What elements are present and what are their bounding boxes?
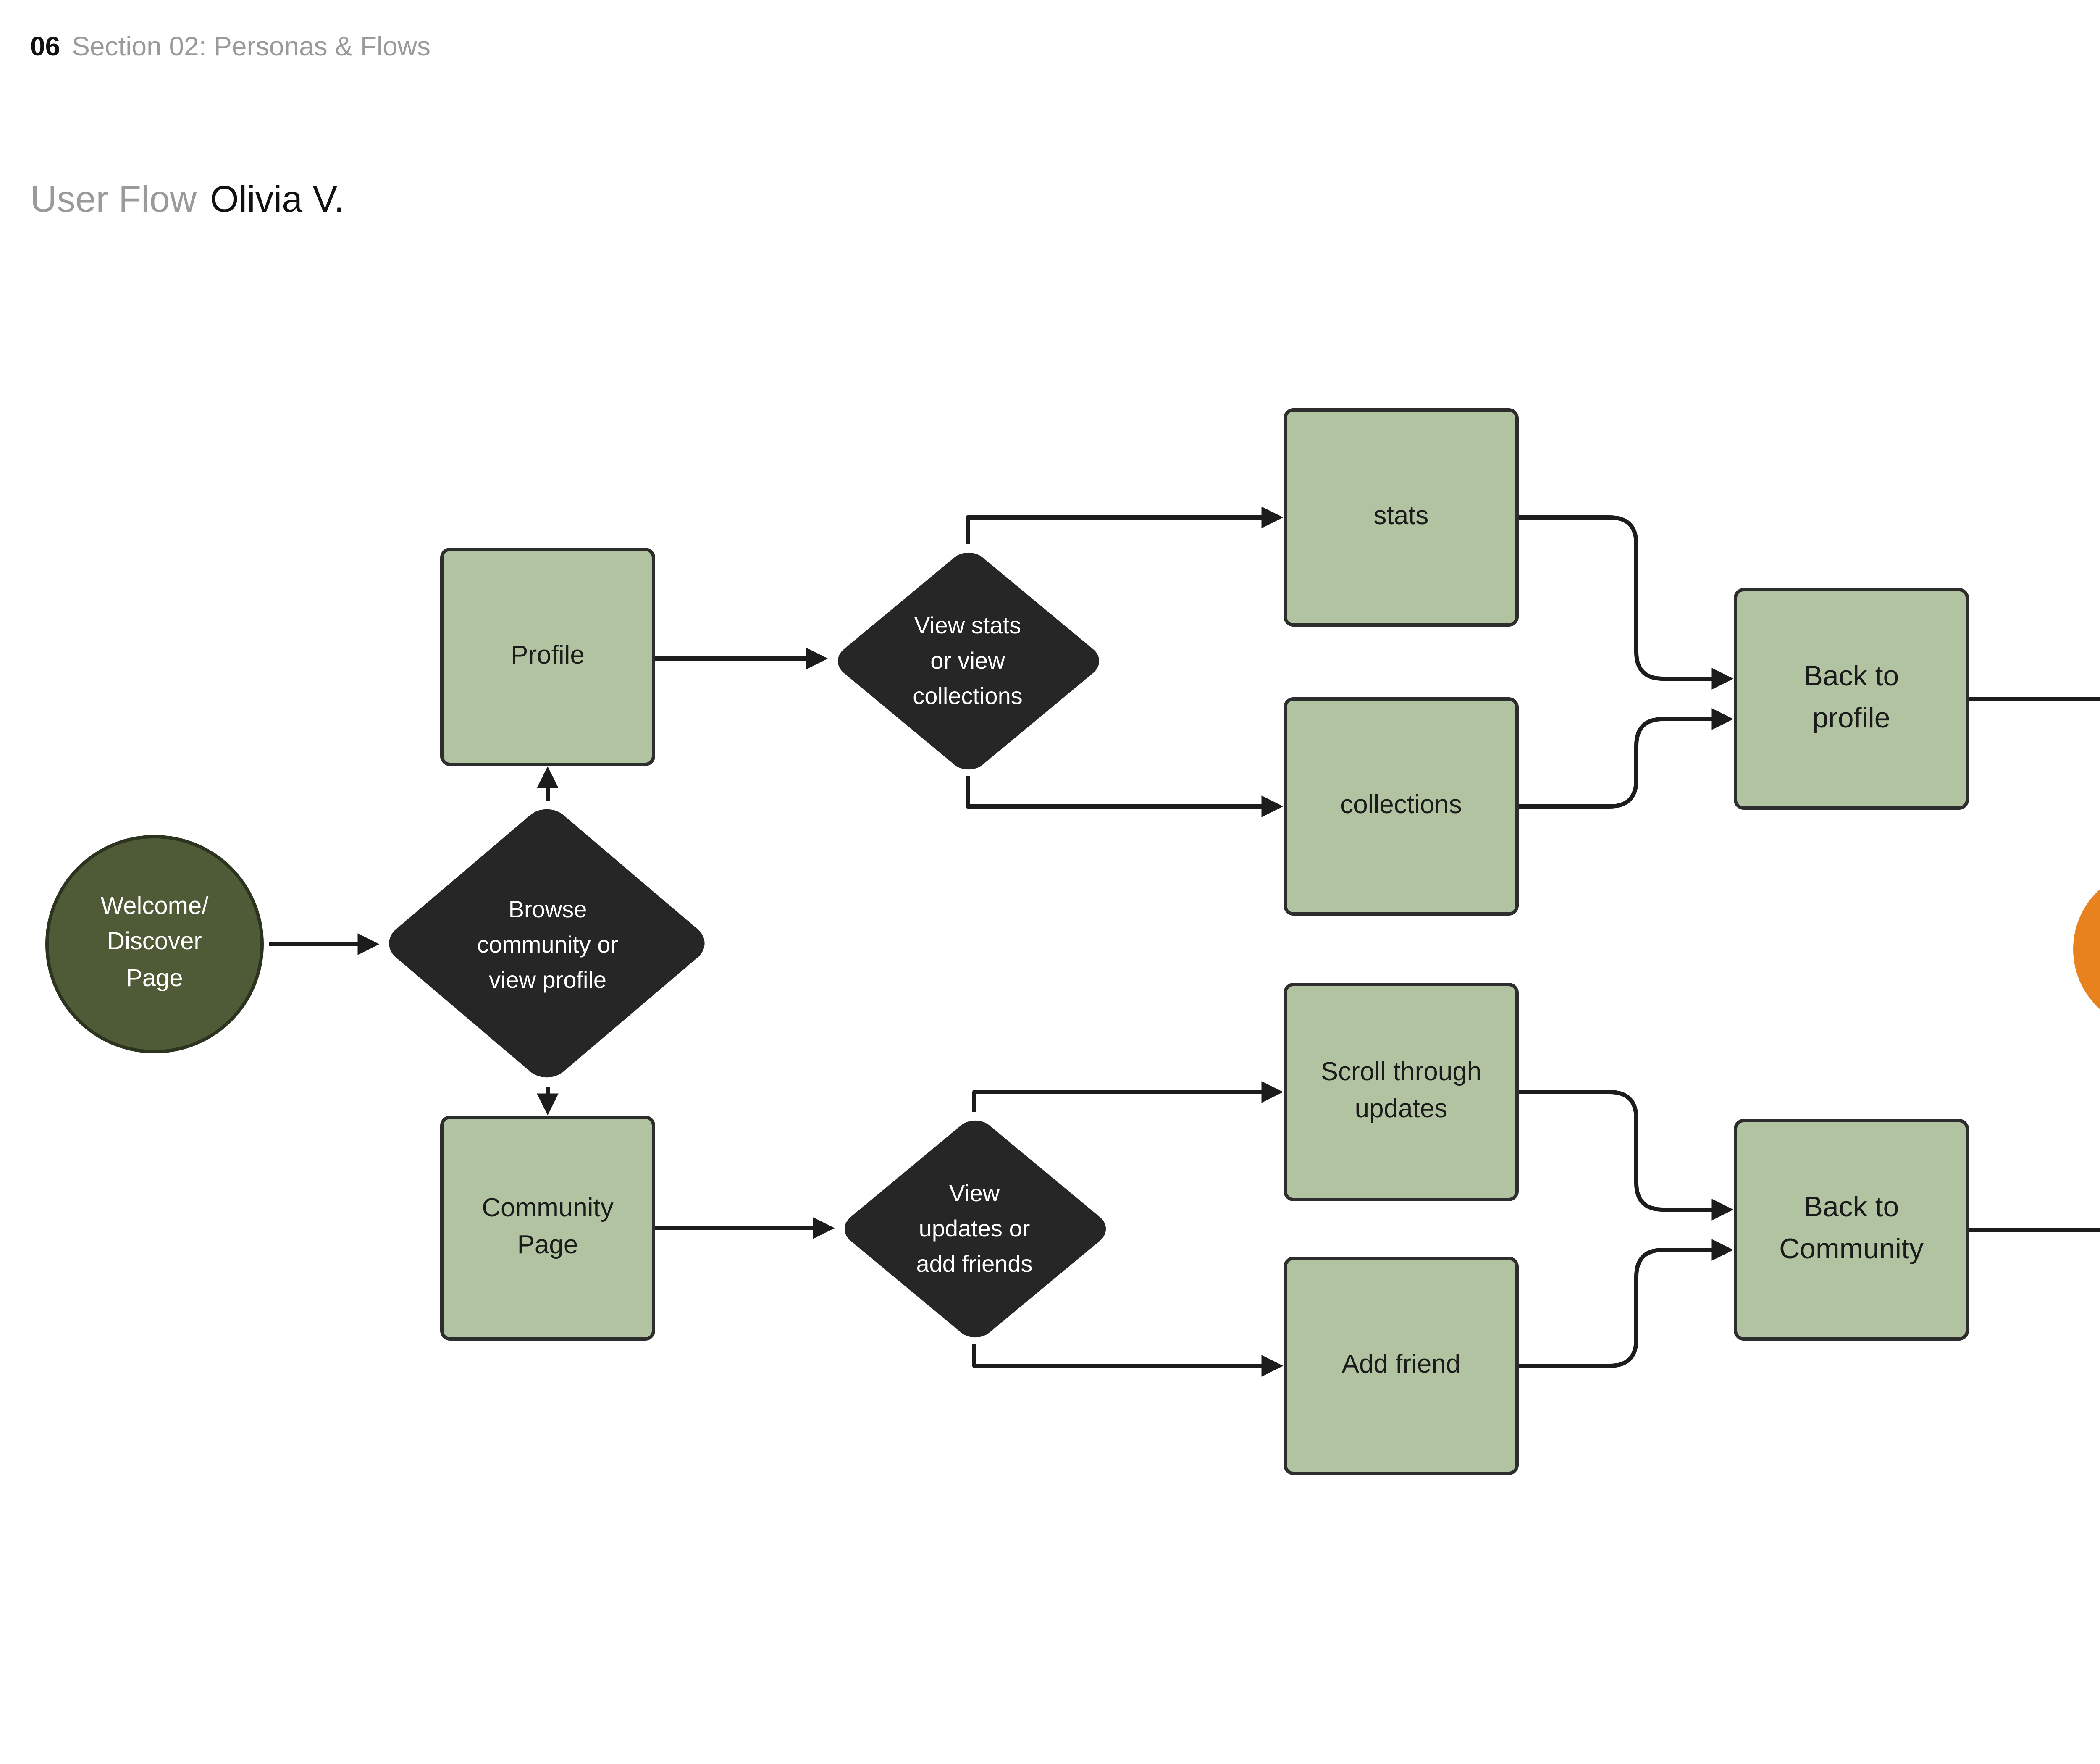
arrow-viewstats-to-collections: [966, 776, 1284, 817]
flow-node-collections: collections: [1284, 697, 1519, 916]
flow-node-view-stats-decision: View stats or view collections: [828, 544, 1108, 777]
flow-node-view-updates-label: View updates or add friends: [916, 1179, 1033, 1276]
flow-node-stats: stats: [1284, 408, 1519, 627]
flow-node-back-to-community: Back to Community: [1734, 1119, 1969, 1341]
arrow-stats-to-backprofile: [1519, 515, 1734, 690]
page-title-name: Olivia V.: [210, 178, 344, 220]
flow-node-browse-decision: Browse community or view profile: [379, 801, 716, 1087]
page-title-prefix: User Flow: [30, 178, 197, 220]
section-label: Section 02: Personas & Flows: [72, 34, 430, 62]
flow-node-view-updates-decision: View updates or add friends: [835, 1112, 1114, 1344]
arrow-viewupdates-to-scroll: [972, 1081, 1284, 1112]
arrow-addfriend-to-backcommunity: [1519, 1239, 1734, 1368]
arrow-viewupdates-to-addfriend: [972, 1344, 1284, 1377]
flow-node-scroll-through-updates: Scroll through updates: [1284, 983, 1519, 1201]
arrow-backprofile-to-home: [1969, 697, 2100, 701]
page-title: User Flow Olivia V.: [30, 178, 344, 222]
arrow-collections-to-backprofile: [1519, 708, 1734, 808]
page-header: 06 Section 02: Personas & Flows: [30, 34, 430, 64]
flow-node-back-to-profile: Back to profile: [1734, 588, 1969, 810]
arrow-viewstats-to-stats: [966, 507, 1284, 544]
flow-node-browse-label: Browse community or view profile: [477, 895, 619, 992]
arrow-backcommunity-to-home: [1969, 1228, 2100, 1232]
flow-node-add-friend: Add friend: [1284, 1257, 1519, 1475]
flow-node-welcome-discover-page: Welcome/ Discover Page: [45, 835, 264, 1053]
flow-node-view-stats-label: View stats or view collections: [913, 611, 1023, 708]
flow-node-profile: Profile: [440, 548, 655, 766]
page-number: 06: [30, 34, 60, 62]
flow-node-community-page: Community Page: [440, 1116, 655, 1341]
arrow-scroll-to-backcommunity: [1519, 1090, 1734, 1221]
